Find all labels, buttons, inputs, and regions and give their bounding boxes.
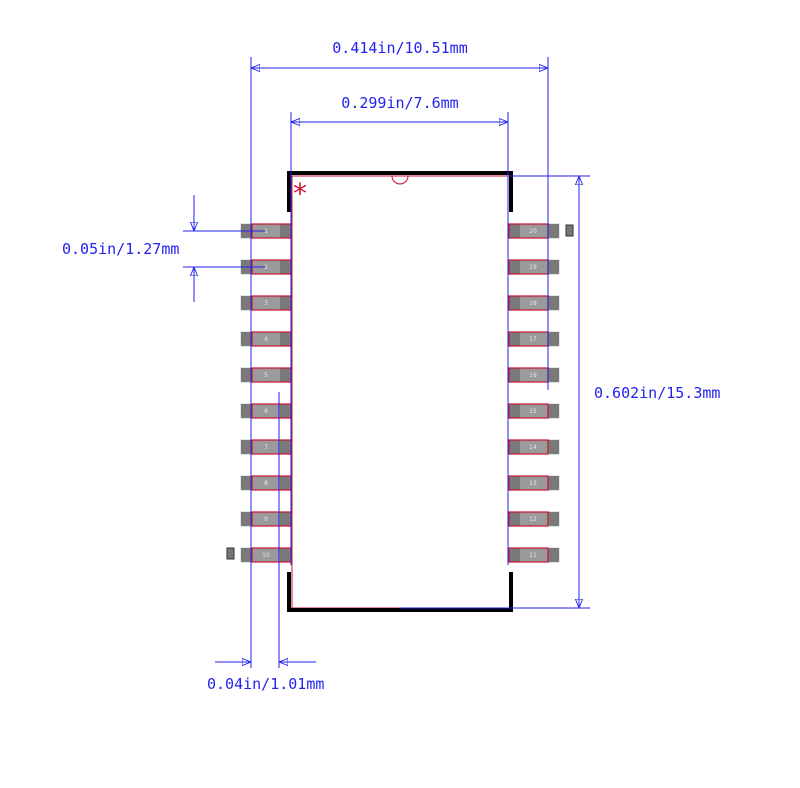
silkscreen-outline xyxy=(287,171,513,612)
pin-number: 7 xyxy=(264,444,268,451)
pad-end xyxy=(548,476,559,490)
pin1-orientation-mark xyxy=(226,547,235,560)
pad-width-label: 0.04in/1.01mm xyxy=(207,675,324,693)
pad-end xyxy=(548,548,559,562)
pad-end xyxy=(509,332,520,346)
pin1-marker: * xyxy=(293,177,307,210)
pin-number: 12 xyxy=(529,516,537,523)
pad-outline xyxy=(508,403,549,419)
pad: 6 xyxy=(240,403,292,419)
pad: 5 xyxy=(240,367,292,383)
pin-number: 6 xyxy=(264,408,268,415)
pad-outline xyxy=(508,547,549,563)
height-label: 0.602in/15.3mm xyxy=(594,384,720,402)
pad-end xyxy=(280,440,291,454)
pad-end xyxy=(509,512,520,526)
pad-end xyxy=(280,224,291,238)
pin-number: 16 xyxy=(529,372,537,379)
pin-number: 15 xyxy=(529,408,537,415)
pad-end xyxy=(548,296,559,310)
pin-number: 19 xyxy=(529,264,537,271)
pin-number: 3 xyxy=(264,300,268,307)
pin-number: 5 xyxy=(264,372,268,379)
pad: 9 xyxy=(240,511,292,527)
pad-end xyxy=(280,332,291,346)
pad-end xyxy=(548,224,559,238)
overall-width-label: 0.414in/10.51mm xyxy=(332,39,467,57)
pad-end xyxy=(280,296,291,310)
pad-end xyxy=(509,404,520,418)
pad: 4 xyxy=(240,331,292,347)
pin-number: 8 xyxy=(264,480,268,487)
pad-end xyxy=(280,260,291,274)
pad: 16 xyxy=(508,367,560,383)
dimension-lines xyxy=(183,57,590,668)
pad-end xyxy=(509,368,520,382)
pad: 7 xyxy=(240,439,292,455)
pad-end xyxy=(280,548,291,562)
pad-end xyxy=(509,260,520,274)
pad-end xyxy=(241,368,252,382)
pad: 12 xyxy=(508,511,560,527)
pad-end xyxy=(241,548,252,562)
pad-end xyxy=(509,476,520,490)
pad-end xyxy=(509,440,520,454)
pad: 8 xyxy=(240,475,292,491)
pad: 13 xyxy=(508,475,560,491)
pad-end xyxy=(548,404,559,418)
pad-outline xyxy=(508,511,549,527)
pin-number: 17 xyxy=(529,336,537,343)
pin-number: 9 xyxy=(264,516,268,523)
pin-number: 14 xyxy=(529,444,537,451)
pin-number: 4 xyxy=(264,336,268,343)
pin-number: 18 xyxy=(529,300,537,307)
pad-end xyxy=(241,296,252,310)
pin-number: 1 xyxy=(264,228,268,235)
pad-end xyxy=(241,440,252,454)
pin-number: 11 xyxy=(529,552,537,559)
pad: 17 xyxy=(508,331,560,347)
pad-end xyxy=(280,512,291,526)
pad-end xyxy=(509,296,520,310)
pad: 18 xyxy=(508,295,560,311)
pad: 20 xyxy=(508,223,560,239)
pin-number: 2 xyxy=(264,264,268,271)
pad: 19 xyxy=(508,259,560,275)
pad-end xyxy=(280,476,291,490)
pad-outline xyxy=(508,439,549,455)
pad: 14 xyxy=(508,439,560,455)
pad-end xyxy=(548,512,559,526)
body-width-label: 0.299in/7.6mm xyxy=(341,94,458,112)
pad-end xyxy=(509,224,520,238)
pad-end xyxy=(548,368,559,382)
pad: 3 xyxy=(240,295,292,311)
pad-end xyxy=(548,332,559,346)
pin-number: 20 xyxy=(529,228,537,235)
pad-end xyxy=(548,260,559,274)
pitch-label: 0.05in/1.27mm xyxy=(62,240,179,258)
pin20-orientation-mark xyxy=(565,224,574,237)
pin-number: 13 xyxy=(529,480,537,487)
pad: 11 xyxy=(508,547,560,563)
pin-number: 10 xyxy=(262,552,270,559)
pad-end xyxy=(241,404,252,418)
pad-end xyxy=(241,512,252,526)
pin1-notch xyxy=(391,175,409,185)
pad: 10 xyxy=(240,547,292,563)
body-outline-red xyxy=(291,175,508,609)
pad-end xyxy=(509,548,520,562)
pad: 15 xyxy=(508,403,560,419)
pad-end xyxy=(280,404,291,418)
pad-end xyxy=(241,476,252,490)
pad-outline xyxy=(508,475,549,491)
pad-end xyxy=(548,440,559,454)
pad-end xyxy=(241,332,252,346)
pad-end xyxy=(280,368,291,382)
